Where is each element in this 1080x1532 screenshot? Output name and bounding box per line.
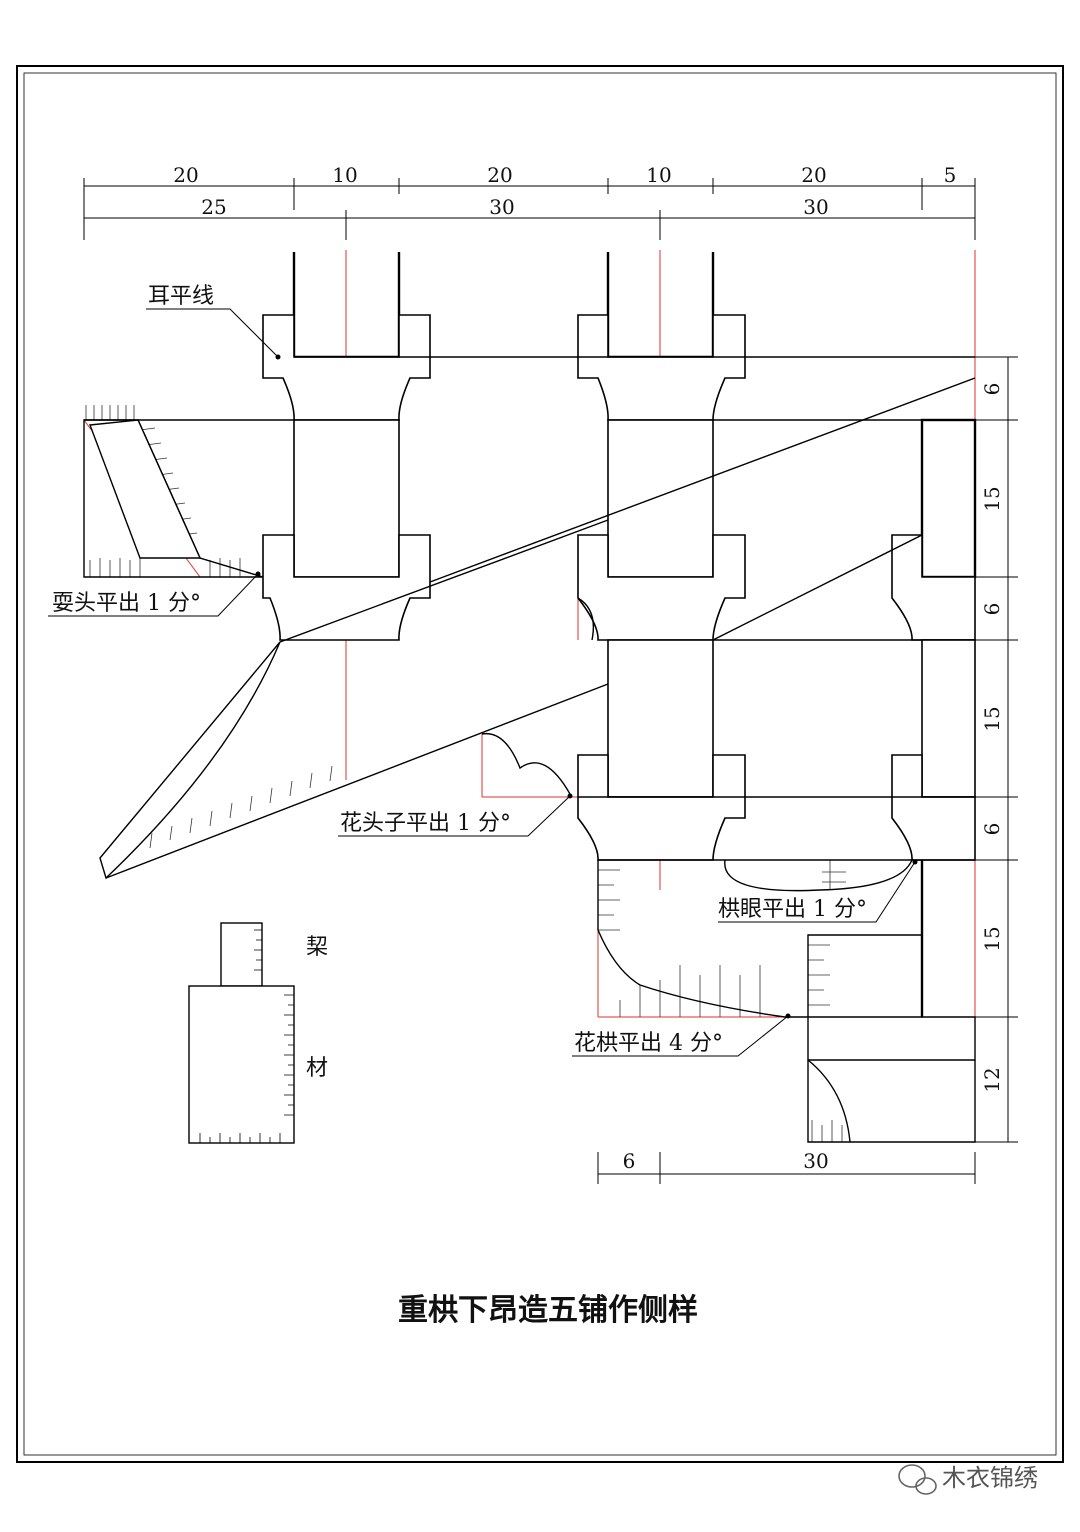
top-dim-6: 5	[944, 163, 957, 187]
watermark-text: 木衣锦绣	[942, 1464, 1038, 1492]
top-dimension-texts-row2: 25 30 30	[201, 195, 828, 219]
right-dim-1: 6	[980, 383, 1004, 396]
top-dim-row2-3: 30	[803, 195, 828, 219]
right-dim-5: 6	[980, 823, 1004, 836]
callout-leaders	[48, 308, 916, 1057]
bracket-set-structure	[83, 252, 977, 1143]
callout-labels: 耳平线 耍头平出 1 分° 花头子平出 1 分° 栱眼平出 1 分° 花栱平出 …	[52, 284, 867, 1056]
top-dimension-texts-row1: 20 10 20 10 20 5	[173, 163, 956, 187]
label-gong-yan: 栱眼平出 1 分°	[718, 897, 867, 922]
top-dimension-lines	[83, 178, 976, 240]
top-dim-5: 20	[801, 163, 826, 187]
label-shua-tou: 耍头平出 1 分°	[52, 591, 201, 616]
watermark: 木衣锦绣	[898, 1464, 1038, 1495]
bottom-dim-1: 6	[623, 1149, 636, 1173]
legend-cai-qi	[188, 922, 295, 1144]
top-dim-4: 10	[646, 163, 671, 187]
legend-qi-label: 栔	[306, 935, 328, 960]
top-dim-row2-2: 30	[489, 195, 514, 219]
top-dim-2: 10	[332, 163, 357, 187]
top-dim-row2-1: 25	[201, 195, 226, 219]
right-dimension-lines	[975, 356, 1018, 1143]
bottom-dimension-lines	[597, 1152, 976, 1184]
bottom-dim-2: 30	[803, 1149, 828, 1173]
legend-cai-label: 材	[306, 1056, 328, 1081]
bottom-dimension-texts: 6 30	[623, 1149, 829, 1173]
right-dimension-texts: 6 15 6 15 6 15 12	[980, 383, 1004, 1093]
right-dim-3: 6	[980, 603, 1004, 616]
label-er-ping-xian: 耳平线	[148, 284, 214, 309]
right-dim-7: 12	[980, 1067, 1004, 1092]
drawing-title: 重栱下昂造五铺作侧样	[398, 1293, 698, 1328]
top-dim-1: 20	[173, 163, 198, 187]
right-dim-2: 15	[980, 486, 1004, 511]
sheet-frame	[16, 65, 1064, 1463]
right-dim-6: 15	[980, 926, 1004, 951]
label-hua-gong: 花栱平出 4 分°	[574, 1031, 723, 1056]
wechat-icon	[898, 1464, 937, 1495]
label-hua-tou-zi: 花头子平出 1 分°	[340, 811, 511, 836]
top-dim-3: 20	[487, 163, 512, 187]
callout-points	[255, 354, 918, 1019]
right-dim-4: 15	[980, 706, 1004, 731]
